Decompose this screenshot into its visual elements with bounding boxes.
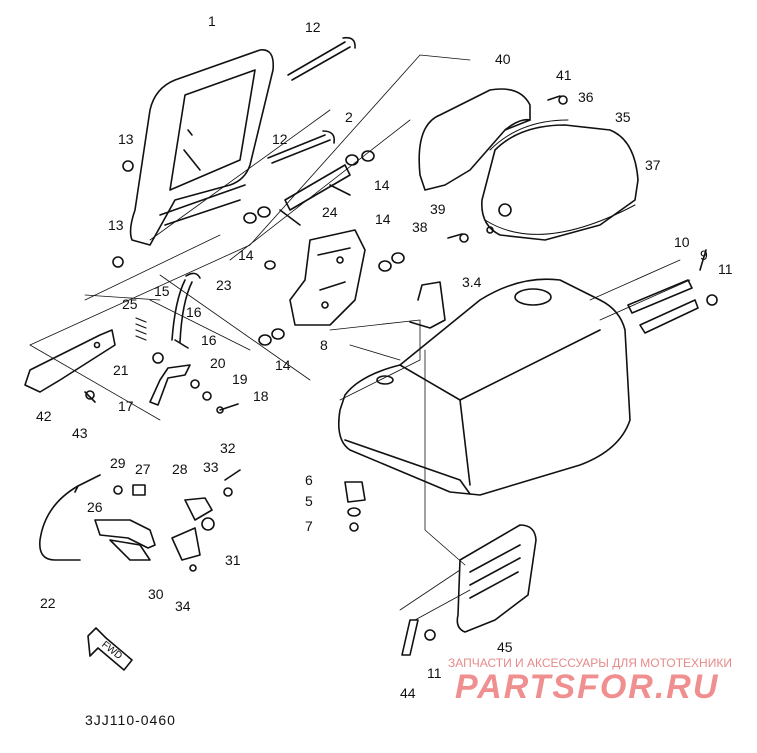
part-label: 40: [495, 51, 511, 67]
part-label: 11: [718, 261, 733, 277]
watermark-caption: ЗАПЧАСТИ И АКСЕССУАРЫ ДЛЯ МОТОТЕХНИКИ: [448, 656, 732, 670]
drawing-code: 3JJ110-0460: [85, 712, 176, 728]
fwd-arrow-icon: [87, 627, 133, 671]
bolt-parts: [267, 36, 356, 164]
lid-part: [481, 119, 639, 241]
nut-parts: [112, 160, 134, 268]
part-label: 28: [172, 461, 188, 477]
part-label: 7: [305, 518, 313, 534]
mounting-plate-part: [289, 229, 366, 326]
part-label: 38: [412, 219, 428, 235]
lock-assembly-parts: [94, 469, 241, 572]
part-label: 11: [427, 665, 442, 681]
spring-part: [135, 317, 147, 341]
part-label: 43: [72, 425, 88, 441]
top-cover-part: [418, 88, 531, 191]
strip-10-part: [627, 249, 718, 334]
part-label: 13: [108, 217, 124, 233]
part-label: 35: [615, 109, 631, 125]
part-label: 8: [320, 337, 328, 353]
part-label: 24: [322, 204, 338, 220]
damper-parts: [243, 150, 405, 346]
watermark-logo: PARTSFOR.RU: [455, 668, 720, 706]
part-label: 23: [216, 277, 232, 293]
part-label: 10: [674, 234, 690, 250]
leader-lines: [29, 54, 691, 621]
part-label: 41: [556, 67, 572, 83]
part-label: 19: [232, 371, 248, 387]
part-label: 2: [345, 109, 353, 125]
part-label: 25: [122, 296, 138, 312]
part-label: 44: [400, 685, 416, 701]
bracket-part: [279, 164, 351, 226]
part-label: 6: [305, 472, 313, 488]
part-label: 17: [118, 398, 134, 414]
part-label: 15: [154, 283, 170, 299]
bracket-17-part: [149, 364, 191, 406]
latch-parts: [344, 481, 366, 532]
part-label: 14: [238, 247, 254, 263]
part-label: 32: [220, 440, 236, 456]
strap-44-part: [401, 619, 436, 656]
part-label: 45: [497, 639, 513, 655]
screw-43-part: [84, 390, 96, 403]
part-label: 39: [430, 201, 446, 217]
part-label: 18: [253, 388, 269, 404]
part-label: 12: [305, 19, 321, 35]
part-label: 3.4: [462, 274, 482, 290]
part-label: 16: [186, 304, 202, 320]
part-label: 42: [36, 408, 52, 424]
bolt-38-part: [447, 233, 469, 243]
part-label: 30: [148, 586, 164, 602]
trim-panel-part: [24, 329, 116, 393]
part-label: 1: [208, 13, 216, 29]
part-label: 13: [118, 131, 134, 147]
part-label: 14: [275, 357, 291, 373]
small-hardware-parts: [152, 352, 239, 414]
part-label: 31: [225, 552, 241, 568]
part-label: 12: [272, 131, 288, 147]
part-label: 22: [40, 595, 56, 611]
part-label: 14: [375, 211, 391, 227]
bolt-41-part: [547, 95, 568, 105]
trunk-body-part: [337, 278, 631, 496]
part-label: 9: [700, 247, 708, 263]
part-label: 27: [135, 461, 151, 477]
part-label: 26: [87, 499, 103, 515]
part-label: 14: [374, 177, 390, 193]
cable-part: [38, 474, 101, 561]
lamp-unit-part: [456, 524, 537, 633]
part-label: 20: [210, 355, 226, 371]
washer-39-part: [486, 226, 494, 234]
part-label: 33: [203, 459, 219, 475]
part-label: 21: [113, 362, 129, 378]
part-label: 36: [578, 89, 594, 105]
support-tube-part: [171, 272, 201, 349]
part-label: 5: [305, 493, 313, 509]
part-label: 34: [175, 598, 191, 614]
backrest-part: [129, 49, 275, 246]
part-label: 29: [110, 455, 126, 471]
part-label: 16: [201, 332, 217, 348]
hinge-bracket-part: [409, 281, 446, 329]
part-label: 37: [645, 157, 661, 173]
